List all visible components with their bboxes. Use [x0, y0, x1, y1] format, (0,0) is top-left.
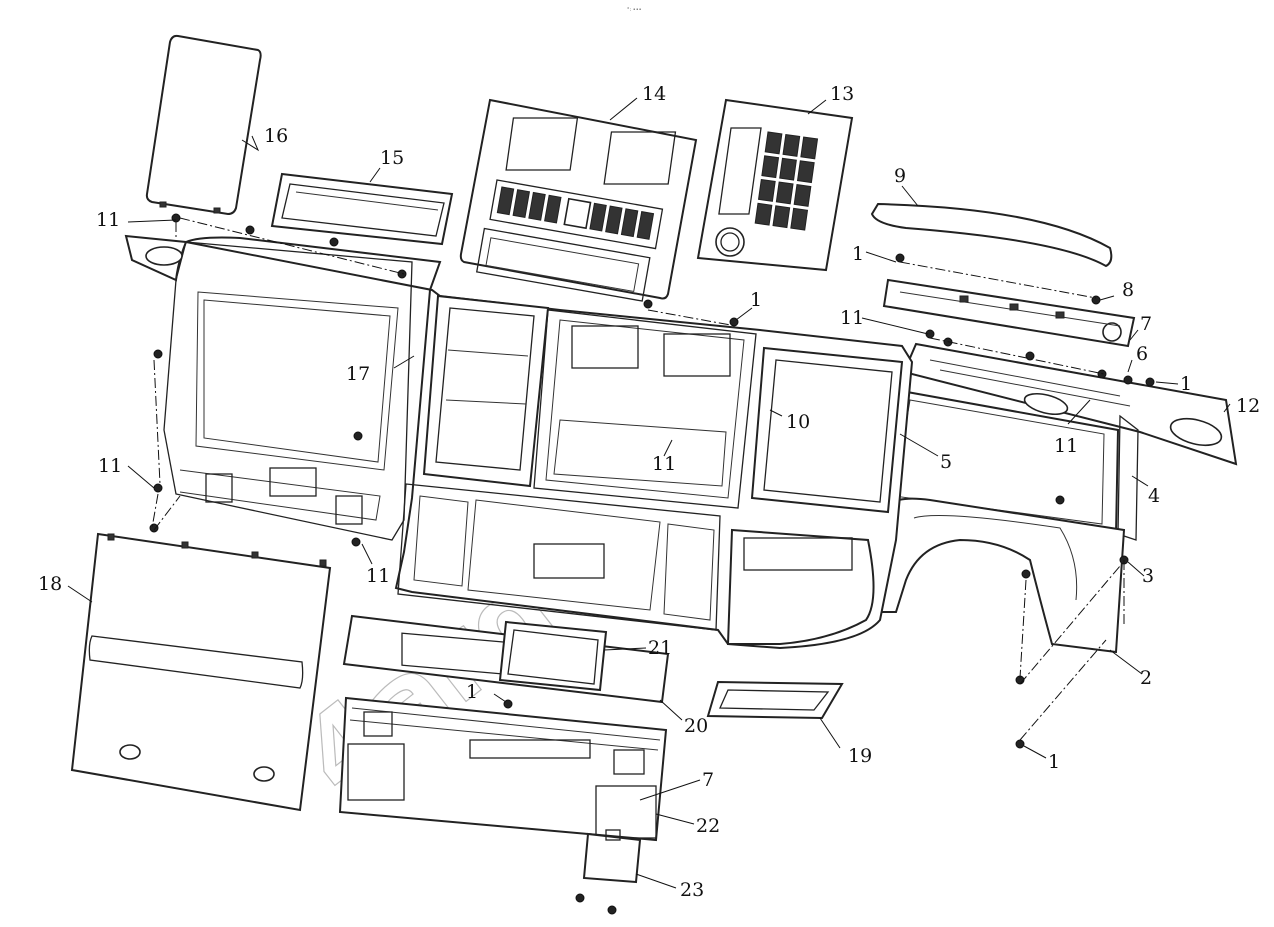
callout-17: 17	[346, 363, 370, 385]
header-stamp: °: •••	[627, 7, 642, 13]
callout-16: 16	[264, 125, 288, 147]
callout-13: 13	[830, 83, 854, 105]
callout-11f: 11	[366, 565, 390, 587]
part-10-glovebox-frame	[750, 346, 904, 514]
leader-lines	[67, 97, 1231, 889]
callout-1b: 1	[750, 289, 762, 311]
part-13-switch-panel	[696, 98, 854, 272]
callout-21: 21	[648, 637, 672, 659]
fasteners	[149, 213, 1155, 915]
part-9-top-trim	[870, 202, 1113, 268]
part-18-left-cover	[70, 532, 332, 812]
callout-1e: 1	[1048, 751, 1060, 773]
callout-7a: 7	[1140, 313, 1152, 335]
callout-19: 19	[848, 745, 872, 767]
callout-18: 18	[38, 573, 62, 595]
part-15-tray	[270, 172, 454, 246]
callouts: 16 15 14 13 9 11 1 8 1 11 7 6 1 12 17 10…	[38, 83, 1260, 901]
lower-center-tunnel	[397, 483, 875, 645]
callout-11c: 11	[1054, 435, 1078, 457]
part-19-bezel	[706, 680, 844, 720]
callout-11d: 11	[652, 453, 676, 475]
callout-5: 5	[940, 451, 952, 473]
callout-11e: 11	[98, 455, 122, 477]
callout-14: 14	[642, 83, 666, 105]
part-14-center-bezel	[459, 98, 698, 302]
callout-1a: 1	[852, 243, 864, 265]
callout-20: 20	[684, 715, 708, 737]
part-17-cluster-housing	[422, 294, 757, 509]
callout-8: 8	[1122, 279, 1134, 301]
callout-22: 22	[696, 815, 720, 837]
part-2-knee-panel	[870, 497, 1126, 654]
callout-12: 12	[1236, 395, 1260, 417]
callout-3: 3	[1142, 565, 1154, 587]
callout-11a: 11	[96, 209, 120, 231]
callout-23: 23	[680, 879, 704, 901]
callout-6: 6	[1136, 343, 1148, 365]
callout-7b: 7	[702, 769, 714, 791]
part-22-lower-console	[338, 696, 668, 842]
callout-1d: 1	[466, 681, 478, 703]
assembly-lines	[151, 217, 1125, 741]
callout-4: 4	[1148, 485, 1160, 507]
callout-10: 10	[786, 411, 810, 433]
callout-11b: 11	[840, 307, 864, 329]
callout-2: 2	[1140, 667, 1152, 689]
part-21-storage-pocket	[498, 620, 608, 692]
part-23-small-bracket	[582, 829, 642, 884]
callout-9: 9	[894, 165, 906, 187]
callout-1c: 1	[1180, 373, 1192, 395]
part-8-right-bracket	[882, 278, 1136, 348]
callout-15: 15	[380, 147, 404, 169]
part-16-cover-lid	[145, 34, 262, 216]
